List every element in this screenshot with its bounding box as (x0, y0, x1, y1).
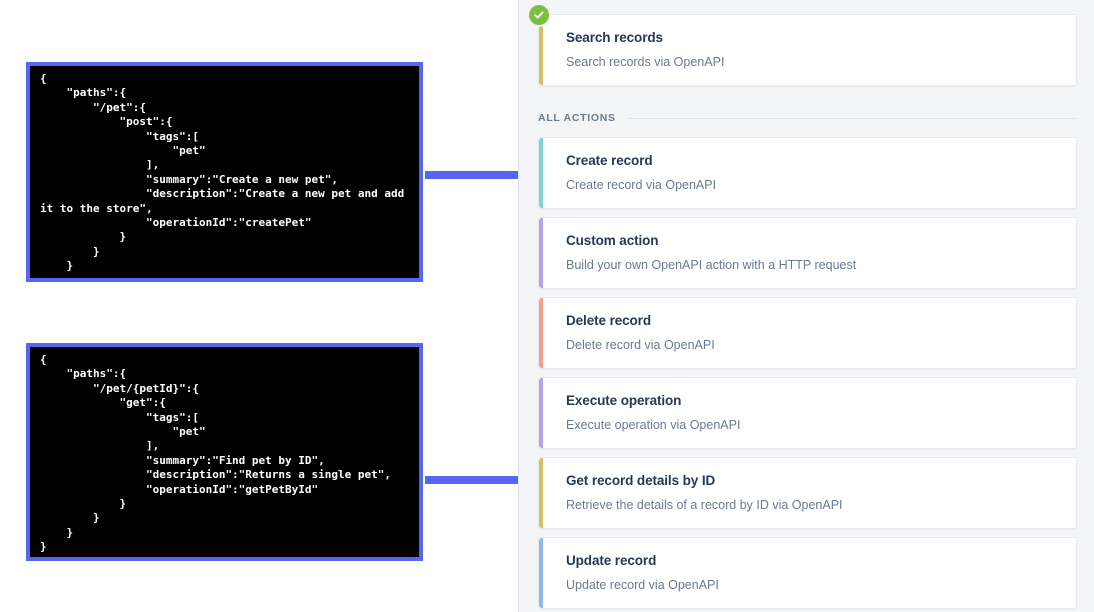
action-card[interactable]: Get record details by ID Retrieve the det… (538, 457, 1077, 529)
action-description: Update record via OpenAPI (566, 578, 719, 592)
action-card-body: Get record details by ID Retrieve the det… (543, 458, 1076, 528)
action-title: Custom action (566, 233, 659, 248)
action-description: Create record via OpenAPI (566, 178, 717, 192)
check-icon (527, 3, 551, 27)
accent-bar (539, 218, 543, 288)
action-title: Execute operation (566, 393, 682, 408)
accent-bar (539, 138, 543, 208)
action-title: Search records (566, 30, 663, 45)
arrow-shaft (425, 171, 524, 179)
code-text: { "paths":{ "/pet/{petId}":{ "get":{ "ta… (40, 353, 392, 554)
action-description: Build your own OpenAPI action with a HTT… (566, 258, 857, 272)
code-block-get-pet-by-id: { "paths":{ "/pet/{petId}":{ "get":{ "ta… (26, 343, 423, 561)
accent-bar (539, 538, 543, 608)
arrow-shaft (425, 476, 524, 484)
accent-bar (539, 15, 543, 85)
section-header-label: ALL ACTIONS (538, 112, 616, 124)
code-text: { "paths":{ "/pet":{ "post":{ "tags":[ "… (40, 72, 405, 273)
action-description: Delete record via OpenAPI (566, 338, 715, 352)
accent-bar (539, 458, 543, 528)
action-title: Create record (566, 153, 653, 168)
action-title: Get record details by ID (566, 473, 716, 488)
action-description: Execute operation via OpenAPI (566, 418, 741, 432)
accent-bar (539, 298, 543, 368)
action-description: Search records via OpenAPI (566, 55, 725, 69)
section-header-rule (627, 117, 1077, 119)
action-card-search-records[interactable]: Search records Search records via OpenAP… (527, 3, 1077, 86)
action-description: Retrieve the details of a record by ID v… (566, 498, 843, 512)
action-title: Update record (566, 553, 657, 568)
action-card-body: Search records Search records via OpenAP… (543, 15, 1076, 85)
accent-bar (539, 378, 543, 448)
action-title: Delete record (566, 313, 651, 328)
code-block-create-pet: { "paths":{ "/pet":{ "post":{ "tags":[ "… (26, 62, 423, 282)
section-header-all-actions: ALL ACTIONS (538, 112, 1077, 124)
actions-panel: Search records Search records via OpenAP… (518, 0, 1094, 612)
